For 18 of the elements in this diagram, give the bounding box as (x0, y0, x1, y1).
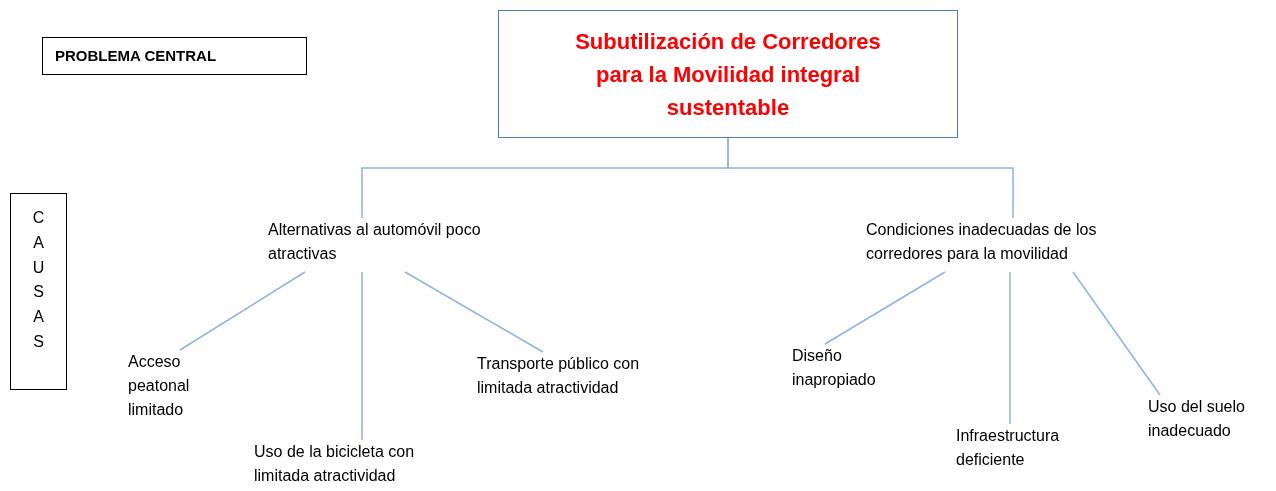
problem-box: Subutilización de Corredores para la Movilidad integral sustentable (498, 10, 958, 138)
connector-line (824, 271, 946, 345)
connector-line (361, 271, 363, 441)
sub-cause-text: Uso de la bicicleta con limitada atractividad (254, 440, 459, 490)
connector-line (404, 271, 544, 353)
cause-text: Alternativas al automóvil poco atractivas (268, 218, 483, 272)
sub-cause-text: Diseño inapropiado (792, 344, 902, 394)
vertical-label-box: CAUSAS (10, 193, 67, 390)
sub-cause-text: Infraestructura deficiente (956, 424, 1081, 474)
connector-line (727, 137, 1014, 219)
label-box: PROBLEMA CENTRAL (42, 37, 307, 75)
connector-line (1072, 271, 1161, 396)
sub-cause-text: Acceso peatonal limitado (128, 350, 212, 430)
connector-line (1009, 271, 1011, 425)
sub-cause-text: Uso del suelo inadecuado (1148, 395, 1273, 445)
sub-cause-text: Transporte público con limitada atractividad (477, 352, 697, 402)
connector-line (179, 271, 306, 351)
cause-text: Condiciones inadecuadas de los corredores para la movilidad (866, 218, 1151, 272)
